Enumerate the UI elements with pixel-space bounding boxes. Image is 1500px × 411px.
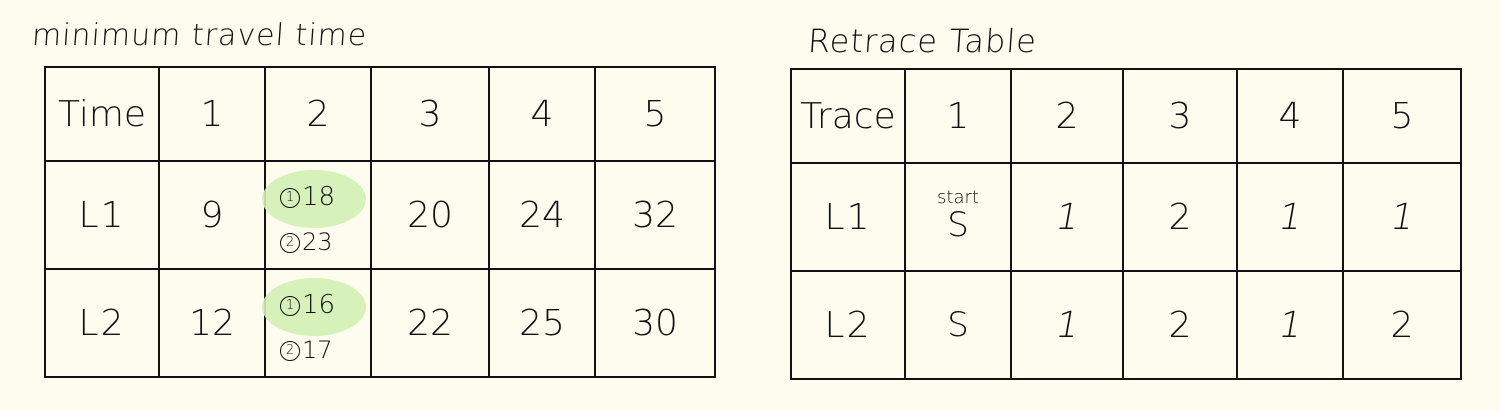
header-cell: 1 xyxy=(904,68,1012,164)
table-cell: 1 xyxy=(1342,162,1462,272)
header-cell: 1 xyxy=(158,66,266,162)
start-cell: S xyxy=(904,270,1012,380)
table-cell: 30 xyxy=(594,268,716,378)
table-cell: 25 xyxy=(488,268,596,378)
table-cell: 1 xyxy=(1236,162,1344,272)
header-cell: 3 xyxy=(370,66,490,162)
start-cell: start S xyxy=(904,162,1012,272)
header-cell: 5 xyxy=(594,66,716,162)
header-cell: 2 xyxy=(264,66,372,162)
row-label: L1 xyxy=(44,160,160,270)
row-label: L2 xyxy=(790,270,906,380)
retrace-table-title: Retrace Table xyxy=(806,22,1039,60)
header-cell: Trace xyxy=(790,68,906,164)
option-value: 17 xyxy=(302,336,333,364)
table-cell: 1 xyxy=(1236,270,1344,380)
table-row: L2 S 1 2 1 2 xyxy=(790,270,1462,380)
table-cell: 2 xyxy=(1342,270,1462,380)
table-cell: 1 xyxy=(1010,270,1124,380)
retrace-table: Trace 1 2 3 4 5 L1 start S 1 2 1 1 L2 S … xyxy=(790,68,1462,380)
table-cell: 24 xyxy=(488,160,596,270)
option-value: 16 xyxy=(302,290,336,320)
circled-number: 1 xyxy=(280,295,300,316)
table-cell: 32 xyxy=(594,160,716,270)
table-row: Time 1 2 3 4 5 xyxy=(44,66,716,162)
start-value: S xyxy=(947,204,969,245)
start-label: start xyxy=(937,186,979,208)
table-cell: 20 xyxy=(370,160,490,270)
table-row: Trace 1 2 3 4 5 xyxy=(790,68,1462,164)
header-cell: 4 xyxy=(1236,68,1344,164)
header-cell: 4 xyxy=(488,66,596,162)
table-cell: 9 xyxy=(158,160,266,270)
highlight-marker xyxy=(262,170,366,228)
row-label: L2 xyxy=(44,268,160,378)
header-cell: 2 xyxy=(1010,68,1124,164)
highlight-marker xyxy=(262,278,366,336)
header-cell: 5 xyxy=(1342,68,1462,164)
travel-time-title: minimum travel time xyxy=(30,18,369,53)
header-cell: Time xyxy=(44,66,160,162)
start-value: S xyxy=(947,305,969,345)
header-cell: 3 xyxy=(1122,68,1238,164)
table-cell: 22 xyxy=(370,268,490,378)
circled-number: 1 xyxy=(280,187,300,208)
option-value: 18 xyxy=(302,182,336,212)
table-cell: 2 xyxy=(1122,162,1238,272)
table-cell: 12 xyxy=(158,268,266,378)
table-cell: 2 xyxy=(1122,270,1238,380)
table-cell: 1 xyxy=(1010,162,1124,272)
option-value: 23 xyxy=(302,228,333,256)
circled-number: 2 xyxy=(280,233,300,253)
table-row: L1 start S 1 2 1 1 xyxy=(790,162,1462,272)
row-label: L1 xyxy=(790,162,906,272)
circled-number: 2 xyxy=(280,341,300,361)
